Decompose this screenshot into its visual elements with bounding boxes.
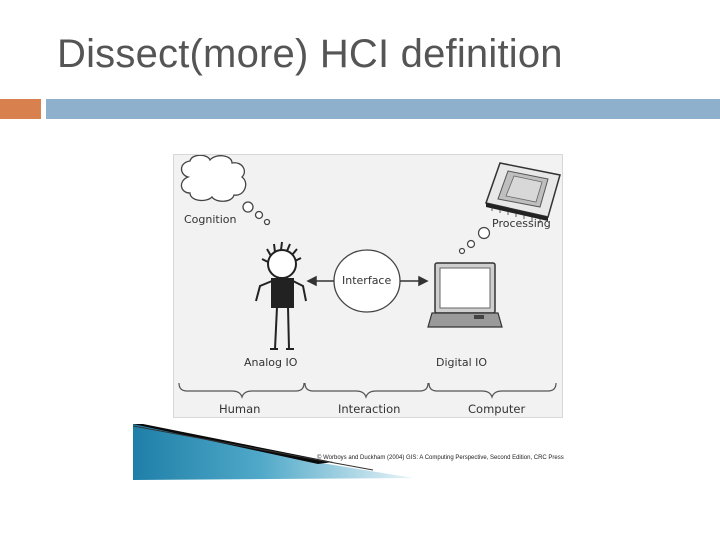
slide-title: Dissect(more) HCI definition — [57, 32, 563, 76]
laptop-icon — [427, 262, 503, 328]
thought-cloud-icon — [180, 155, 271, 226]
accent-bar-blue — [46, 99, 720, 119]
group-label-interaction: Interaction — [338, 402, 401, 416]
credit-text: © Worboys and Duckham (2004) GIS: A Comp… — [317, 455, 564, 461]
credit-swoosh-graphic — [133, 424, 413, 480]
group-braces — [178, 382, 557, 399]
group-label-computer: Computer — [468, 402, 526, 416]
hci-diagram: Cognition Processing Interface Analog IO… — [173, 154, 563, 418]
analog-io-label: Analog IO — [244, 356, 298, 369]
interface-label: Interface — [342, 274, 392, 287]
accent-bar-orange — [0, 99, 41, 119]
digital-io-label: Digital IO — [436, 356, 488, 369]
processing-label: Processing — [492, 217, 551, 230]
cpu-chip-icon — [485, 162, 561, 223]
stick-person-icon — [255, 241, 307, 350]
double-arrow-icon — [306, 275, 429, 287]
diagram-graphics — [178, 155, 561, 399]
group-label-human: Human — [219, 402, 261, 416]
cognition-label: Cognition — [184, 213, 237, 226]
